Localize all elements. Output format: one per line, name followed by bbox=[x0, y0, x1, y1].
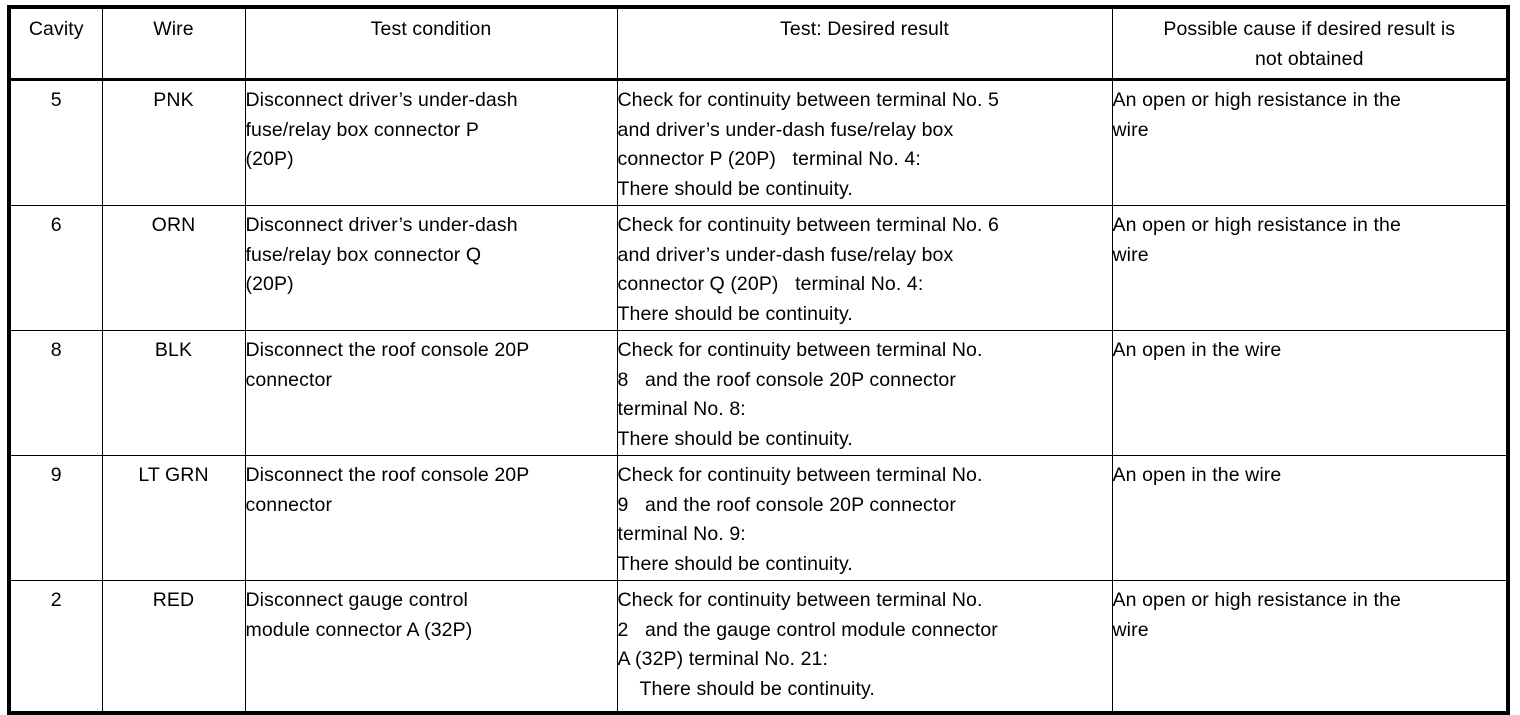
cell-text-line: Check for continuity between terminal No… bbox=[617, 339, 983, 361]
cell-test-condition: Disconnect gauge control module connector… bbox=[244, 580, 618, 714]
cell-text-line: An open in the wire bbox=[1112, 339, 1282, 361]
cell-text-line: connector Q (20P) terminal No. 4: bbox=[617, 273, 924, 295]
column-header-possible-cause-label-line2: not obtained bbox=[1254, 47, 1364, 70]
column-header-wire: Wire bbox=[101, 6, 246, 81]
cell-text-line: fuse/relay box connector Q bbox=[245, 243, 482, 266]
cell-test-desired-result: Check for continuity between terminal No… bbox=[616, 580, 1113, 714]
cell-text-line: There should be continuity. bbox=[617, 427, 853, 450]
cell-text-line: wire bbox=[1112, 618, 1149, 641]
cell-cavity: 8 bbox=[8, 330, 103, 456]
column-header-test-desired-result-label: Test: Desired result bbox=[780, 18, 949, 40]
cell-possible-cause: An open or high resistance in the wire bbox=[1111, 205, 1509, 331]
column-header-possible-cause: Possible cause if desired result is not … bbox=[1111, 6, 1509, 81]
cell-cavity: 5 bbox=[8, 79, 103, 206]
cell-text-line: connector bbox=[245, 368, 333, 391]
cell-test-condition: Disconnect the roof console 20P connector bbox=[244, 455, 618, 581]
cell-test-desired-result: Check for continuity between terminal No… bbox=[616, 79, 1113, 206]
cell-possible-cause: An open or high resistance in the wire bbox=[1111, 79, 1509, 206]
cell-text-line: (20P) bbox=[245, 148, 294, 170]
cell-text-line: wire bbox=[1112, 243, 1149, 266]
cell-text-line: Check for continuity between terminal No… bbox=[617, 589, 983, 611]
troubleshooting-table: Cavity Wire Test condition Test: Desired… bbox=[7, 5, 1510, 715]
cell-cavity: 9 bbox=[8, 455, 103, 581]
cell-text-line: Check for continuity between terminal No… bbox=[617, 214, 999, 236]
column-header-cavity: Cavity bbox=[8, 6, 103, 81]
cell-text-line: 8 and the roof console 20P connector bbox=[617, 368, 956, 391]
cell-text-line: connector bbox=[245, 493, 333, 516]
cell-test-condition: Disconnect driver’s under-dash fuse/relay… bbox=[244, 79, 618, 206]
column-header-test-condition-label: Test condition bbox=[370, 18, 492, 40]
cell-text-line: There should be continuity. bbox=[639, 677, 875, 700]
cell-text-line: Disconnect the roof console 20P bbox=[245, 464, 530, 486]
column-header-possible-cause-label-line1: Possible cause if desired result is bbox=[1163, 18, 1456, 40]
cell-text-line: terminal No. 8: bbox=[617, 398, 746, 420]
cell-test-desired-result: Check for continuity between terminal No… bbox=[616, 205, 1113, 331]
cell-test-condition: Disconnect the roof console 20P connector bbox=[244, 330, 618, 456]
cell-text-line: An open or high resistance in the bbox=[1112, 214, 1401, 236]
cell-text-line: Disconnect the roof console 20P bbox=[245, 339, 530, 361]
cell-text-line: terminal No. 9: bbox=[617, 523, 746, 545]
cell-text-line: There should be continuity. bbox=[617, 552, 853, 575]
cell-text-line: Check for continuity between terminal No… bbox=[617, 89, 999, 111]
cell-text-line: 2 and the gauge control module connector bbox=[617, 618, 998, 641]
cell-text-line: Disconnect driver’s under-dash bbox=[245, 214, 518, 236]
cell-text-line: and driver’s under-dash fuse/relay box bbox=[617, 243, 954, 266]
cell-text-line: A (32P) terminal No. 21: bbox=[617, 648, 828, 670]
cell-text-line: wire bbox=[1112, 118, 1149, 141]
cell-text-line: There should be continuity. bbox=[617, 302, 853, 325]
cell-text-line: Check for continuity between terminal No… bbox=[617, 464, 983, 486]
cell-text-line: Disconnect driver’s under-dash bbox=[245, 89, 518, 111]
column-header-test-condition: Test condition bbox=[244, 6, 618, 81]
cell-text-line: Disconnect gauge control bbox=[245, 589, 468, 611]
cell-text-line: connector P (20P) terminal No. 4: bbox=[617, 148, 921, 170]
cell-possible-cause: An open in the wire bbox=[1111, 330, 1509, 456]
cell-wire: ORN bbox=[101, 205, 246, 331]
cell-test-desired-result: Check for continuity between terminal No… bbox=[616, 330, 1113, 456]
cell-possible-cause: An open in the wire bbox=[1111, 455, 1509, 581]
cell-text-line: There should be continuity. bbox=[617, 177, 853, 200]
cell-text-line: 9 and the roof console 20P connector bbox=[617, 493, 956, 516]
column-header-cavity-label: Cavity bbox=[28, 18, 84, 40]
cell-text-line: module connector A (32P) bbox=[245, 618, 473, 641]
cell-text-line: An open or high resistance in the bbox=[1112, 589, 1401, 611]
cell-wire: BLK bbox=[101, 330, 246, 456]
column-header-test-desired-result: Test: Desired result bbox=[616, 6, 1113, 81]
cell-wire: LT GRN bbox=[101, 455, 246, 581]
cell-test-desired-result: Check for continuity between terminal No… bbox=[616, 455, 1113, 581]
cell-text-line: and driver’s under-dash fuse/relay box bbox=[617, 118, 954, 141]
cell-wire: PNK bbox=[101, 79, 246, 206]
cell-text-line: (20P) bbox=[245, 273, 294, 295]
cell-text-line: An open in the wire bbox=[1112, 464, 1282, 486]
cell-test-condition: Disconnect driver’s under-dash fuse/relay… bbox=[244, 205, 618, 331]
column-header-wire-label: Wire bbox=[153, 18, 194, 40]
cell-wire: RED bbox=[101, 580, 246, 714]
cell-possible-cause: An open or high resistance in the wire bbox=[1111, 580, 1509, 714]
cell-cavity: 6 bbox=[8, 205, 103, 331]
cell-text-line: fuse/relay box connector P bbox=[245, 118, 479, 141]
header-row: Cavity Wire Test condition Test: Desired… bbox=[8, 6, 1509, 81]
table-header: Cavity Wire Test condition Test: Desired… bbox=[8, 6, 1509, 81]
cell-text-line: An open or high resistance in the bbox=[1112, 89, 1401, 111]
cell-cavity: 2 bbox=[8, 580, 103, 714]
